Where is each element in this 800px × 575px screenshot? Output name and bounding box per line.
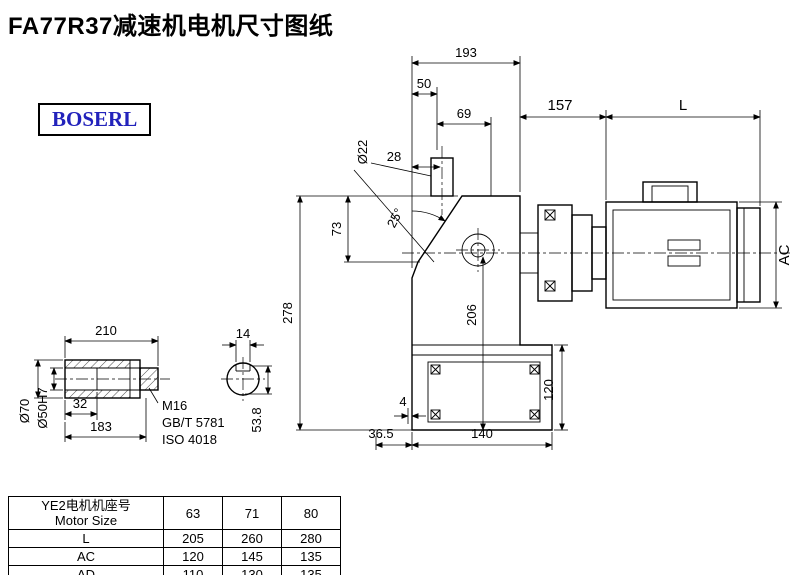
- dim-dia22: Ø22: [355, 140, 370, 165]
- bolt-holes: [430, 364, 540, 420]
- table-cell: 120: [163, 547, 223, 566]
- table-cell: 135: [281, 547, 341, 566]
- dim-193: 193: [455, 45, 477, 60]
- dim-120: 120: [541, 379, 556, 401]
- dim-L: L: [679, 97, 687, 114]
- table-row: AC 120 145 135: [8, 547, 341, 566]
- gearbox-housing: [411, 157, 553, 431]
- dim-14: 14: [236, 326, 250, 341]
- dim-AC: AC: [776, 244, 793, 265]
- dimensions-detail: 210 14 Ø70 Ø50H7 32 183: [17, 323, 272, 447]
- dim-dia70: Ø70: [17, 399, 32, 424]
- note-gbt-5781: GB/T 5781: [162, 415, 225, 430]
- dim-206: 206: [464, 304, 479, 326]
- note-iso-4018: ISO 4018: [162, 432, 217, 447]
- dimensions-right: 157 L AC 120: [519, 97, 793, 431]
- dim-36-5: 36.5: [368, 426, 393, 441]
- note-m16: M16: [162, 398, 187, 413]
- centerlines: [402, 146, 790, 272]
- dim-140: 140: [471, 426, 493, 441]
- dim-157: 157: [547, 97, 572, 114]
- brand-logo: BOSERL: [38, 103, 152, 136]
- shaft-detail-view: [55, 357, 265, 401]
- motor-size-label-cn: YE2电机机座号: [41, 498, 131, 513]
- motor: [519, 181, 761, 309]
- table-cell: 71: [222, 496, 282, 530]
- table-cell: 63: [163, 496, 223, 530]
- row-label: AC: [8, 547, 164, 566]
- dim-32: 32: [73, 396, 87, 411]
- dim-50: 50: [417, 76, 431, 91]
- table-cell: 280: [281, 529, 341, 548]
- table-row: AD 110 130 135: [8, 565, 341, 575]
- dimensions-top: 193 50 69 28 Ø22 25° 73 278 206: [280, 45, 521, 431]
- table-cell: 135: [281, 565, 341, 575]
- table-cell: 205: [163, 529, 223, 548]
- table-cell: 80: [281, 496, 341, 530]
- row-label: L: [8, 529, 164, 548]
- dimension-table: YE2电机机座号 Motor Size 63 71 80 L 205 260 2…: [8, 496, 341, 575]
- dim-28: 28: [387, 149, 401, 164]
- dim-183: 183: [90, 419, 112, 434]
- table-header-label: YE2电机机座号 Motor Size: [8, 496, 164, 530]
- table-header-row: YE2电机机座号 Motor Size 63 71 80: [8, 496, 341, 530]
- motor-size-label-en: Motor Size: [54, 513, 118, 528]
- dimensions-bottom: 36.5 140 4: [368, 394, 553, 450]
- table-cell: 130: [222, 565, 282, 575]
- dim-69: 69: [457, 106, 471, 121]
- table-row: L 205 260 280: [8, 529, 341, 548]
- table-cell: 110: [163, 565, 223, 575]
- dim-53-8: 53.8: [249, 407, 264, 432]
- page-title: FA77R37减速机电机尺寸图纸: [8, 13, 334, 40]
- dim-73: 73: [329, 222, 344, 236]
- dim-278: 278: [280, 302, 295, 324]
- dim-4: 4: [399, 394, 406, 409]
- dim-210: 210: [95, 323, 117, 338]
- table-cell: 145: [222, 547, 282, 566]
- dim-dia50h7: Ø50H7: [35, 387, 50, 428]
- table-cell: 260: [222, 529, 282, 548]
- row-label: AD: [8, 565, 164, 575]
